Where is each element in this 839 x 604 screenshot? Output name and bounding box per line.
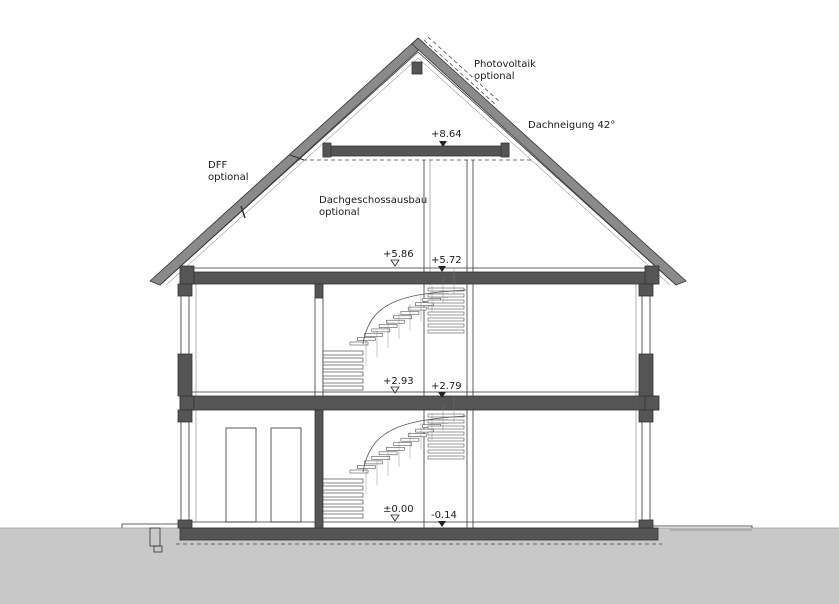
label-dachgeschoss: Dachgeschossausbau — [319, 195, 427, 206]
stair-step — [393, 315, 412, 320]
stair-step — [427, 305, 465, 310]
roof — [149, 36, 687, 286]
stair-step — [427, 419, 465, 424]
interior-wall — [314, 283, 324, 529]
stair-step — [427, 437, 465, 442]
stair-step — [322, 371, 364, 377]
stair-step — [427, 323, 465, 328]
stair-handrail — [362, 415, 467, 473]
label-photovoltaik-sub: optional — [474, 71, 515, 82]
roof-inner-left — [159, 51, 677, 286]
roof-outer-left — [149, 37, 426, 286]
level-attic-left: +5.86 — [383, 249, 414, 260]
level-ground-left: ±0.00 — [383, 504, 414, 515]
level-ground-right: -0.14 — [431, 510, 457, 521]
label-dachgeschoss-sub: optional — [319, 207, 360, 218]
stair-step — [322, 350, 364, 356]
level-ridge: +8.64 — [431, 129, 462, 140]
level-marker-attic-right — [438, 266, 446, 272]
collar-beam-end-right — [500, 142, 510, 158]
stair-step — [322, 499, 364, 505]
level-upper-right: +2.79 — [431, 381, 462, 392]
stair-step — [407, 433, 427, 437]
spiral-staircases — [322, 268, 467, 519]
stair-step — [371, 456, 391, 460]
ground — [0, 528, 839, 604]
photovoltaic-panel — [423, 39, 497, 106]
level-marker-upper-left — [390, 386, 400, 394]
exterior-terrace-right — [653, 525, 753, 531]
upper-floor-slab — [179, 391, 660, 411]
stair-step — [322, 485, 364, 491]
level-marker-ridge — [439, 141, 447, 147]
level-upper-left: +2.93 — [383, 376, 414, 387]
stair-step — [427, 317, 465, 322]
stair-step — [322, 506, 364, 512]
stair-step — [415, 428, 434, 433]
ground-floor-slab — [176, 521, 662, 545]
stair-step — [322, 478, 364, 484]
level-attic-right: +5.72 — [431, 255, 462, 266]
stair-step — [322, 385, 364, 391]
level-marker-ground-left — [390, 514, 400, 522]
door-left — [225, 427, 257, 523]
shaft — [423, 160, 474, 528]
stair-step — [371, 328, 391, 333]
exterior-wall-right — [635, 283, 654, 529]
stair-step — [322, 378, 364, 384]
collar-beam — [296, 141, 533, 161]
photovoltaic-panel-2 — [427, 36, 501, 103]
stair-step — [349, 341, 369, 346]
label-dff: DFF — [208, 160, 227, 171]
label-photovoltaik: Photovoltaik — [474, 59, 536, 70]
door-right — [270, 427, 302, 523]
stair-step — [427, 311, 465, 316]
stair-step — [349, 469, 369, 474]
stair-step — [427, 287, 465, 292]
stair-step — [407, 306, 427, 311]
stair-step — [322, 364, 364, 370]
level-marker-attic-left — [390, 259, 400, 267]
stair-step — [393, 442, 412, 446]
collar-beam-end-left — [322, 142, 332, 158]
attic-floor-slab — [179, 265, 660, 285]
level-marker-upper-right — [438, 392, 446, 398]
ridge-purlin — [411, 61, 423, 75]
stair-step — [322, 513, 364, 519]
roof-inner-2 — [165, 57, 671, 286]
stair-step — [427, 413, 465, 418]
stair-step — [357, 465, 376, 469]
label-dachneigung: Dachneigung 42° — [528, 120, 615, 131]
collar-beam-body — [322, 145, 510, 157]
exterior-steps-left — [121, 523, 178, 553]
stair-step — [427, 329, 465, 334]
stair-step — [427, 431, 465, 436]
level-marker-ground-right — [438, 521, 446, 527]
roof-window-mark — [289, 154, 305, 161]
stair-step — [364, 333, 383, 337]
stair-step — [364, 460, 383, 465]
stair-step — [415, 302, 434, 306]
stair-step — [427, 455, 465, 460]
roof-window-mark-2 — [240, 205, 246, 219]
label-dff-sub: optional — [208, 172, 249, 183]
stair-step — [427, 293, 465, 298]
stair-step — [357, 337, 376, 341]
stair-step — [427, 449, 465, 454]
stair-handrail — [362, 289, 467, 345]
stair-step — [427, 443, 465, 448]
stair-step — [427, 425, 465, 430]
stair-step — [427, 299, 465, 304]
stair-step — [386, 447, 405, 451]
stair-step — [322, 492, 364, 498]
exterior-wall-left — [177, 283, 197, 529]
stair-step — [322, 357, 364, 363]
stair-step — [386, 319, 405, 324]
roof-outer-right — [411, 37, 687, 286]
